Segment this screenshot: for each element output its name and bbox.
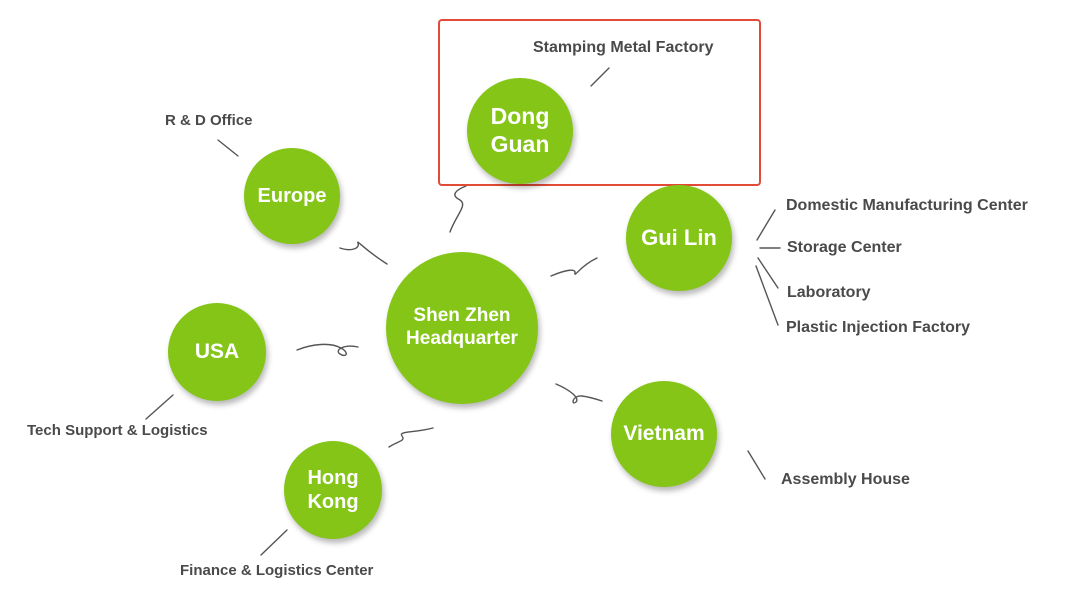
node-shenzhen-headquarter[interactable]: Shen Zhen Headquarter: [386, 252, 538, 404]
label-rd-office: R & D Office: [165, 112, 253, 129]
connector-hub-dongguan: [449, 185, 467, 233]
node-europe[interactable]: Europe: [244, 148, 340, 244]
hub-line2: Headquarter: [406, 328, 518, 349]
leader-stamping: [590, 67, 610, 87]
label-tech-support-logistics: Tech Support & Logistics: [27, 422, 208, 439]
node-usa[interactable]: USA: [168, 303, 266, 401]
node-dongguan[interactable]: Dong Guan: [467, 78, 573, 184]
hub-line1: Shen Zhen: [413, 305, 511, 327]
label-plastic-injection-factory: Plastic Injection Factory: [786, 319, 971, 336]
connector-hub-usa: [296, 343, 359, 357]
label-storage-center: Storage Center: [787, 239, 902, 256]
hongkong-line1: Hong: [307, 467, 359, 489]
dongguan-line1: Dong: [490, 103, 550, 130]
label-domestic-manufacturing-center: Domestic Manufacturing Center: [786, 197, 1028, 214]
label-finance-logistics-center: Finance & Logistics Center: [180, 562, 374, 579]
leader-assembly: [747, 450, 766, 480]
connector-hub-hongkong: [388, 427, 434, 448]
label-laboratory: Laboratory: [787, 284, 871, 301]
label-stamping-metal-factory: Stamping Metal Factory: [533, 39, 714, 56]
label-assembly-house: Assembly House: [781, 471, 910, 488]
dongguan-line2: Guan: [490, 131, 550, 157]
leader-plastic: [755, 265, 779, 326]
leader-rd-office: [217, 139, 239, 157]
vietnam-label: Vietnam: [623, 422, 705, 446]
highlight-box: [438, 19, 761, 186]
guilin-label: Gui Lin: [641, 224, 717, 250]
usa-label: USA: [194, 340, 240, 364]
leader-laboratory: [757, 257, 779, 289]
node-guilin[interactable]: Gui Lin: [626, 185, 732, 291]
leader-finance: [260, 529, 288, 556]
connector-hub-vietnam: [555, 383, 603, 404]
leader-domestic: [756, 209, 776, 241]
connector-hub-europe: [339, 241, 388, 265]
europe-label: Europe: [257, 185, 327, 207]
node-vietnam[interactable]: Vietnam: [611, 381, 717, 487]
node-hongkong[interactable]: Hong Kong: [284, 441, 382, 539]
leader-tech-support: [145, 394, 174, 420]
connector-hub-guilin: [550, 257, 598, 277]
hongkong-line2: Kong: [307, 491, 359, 513]
